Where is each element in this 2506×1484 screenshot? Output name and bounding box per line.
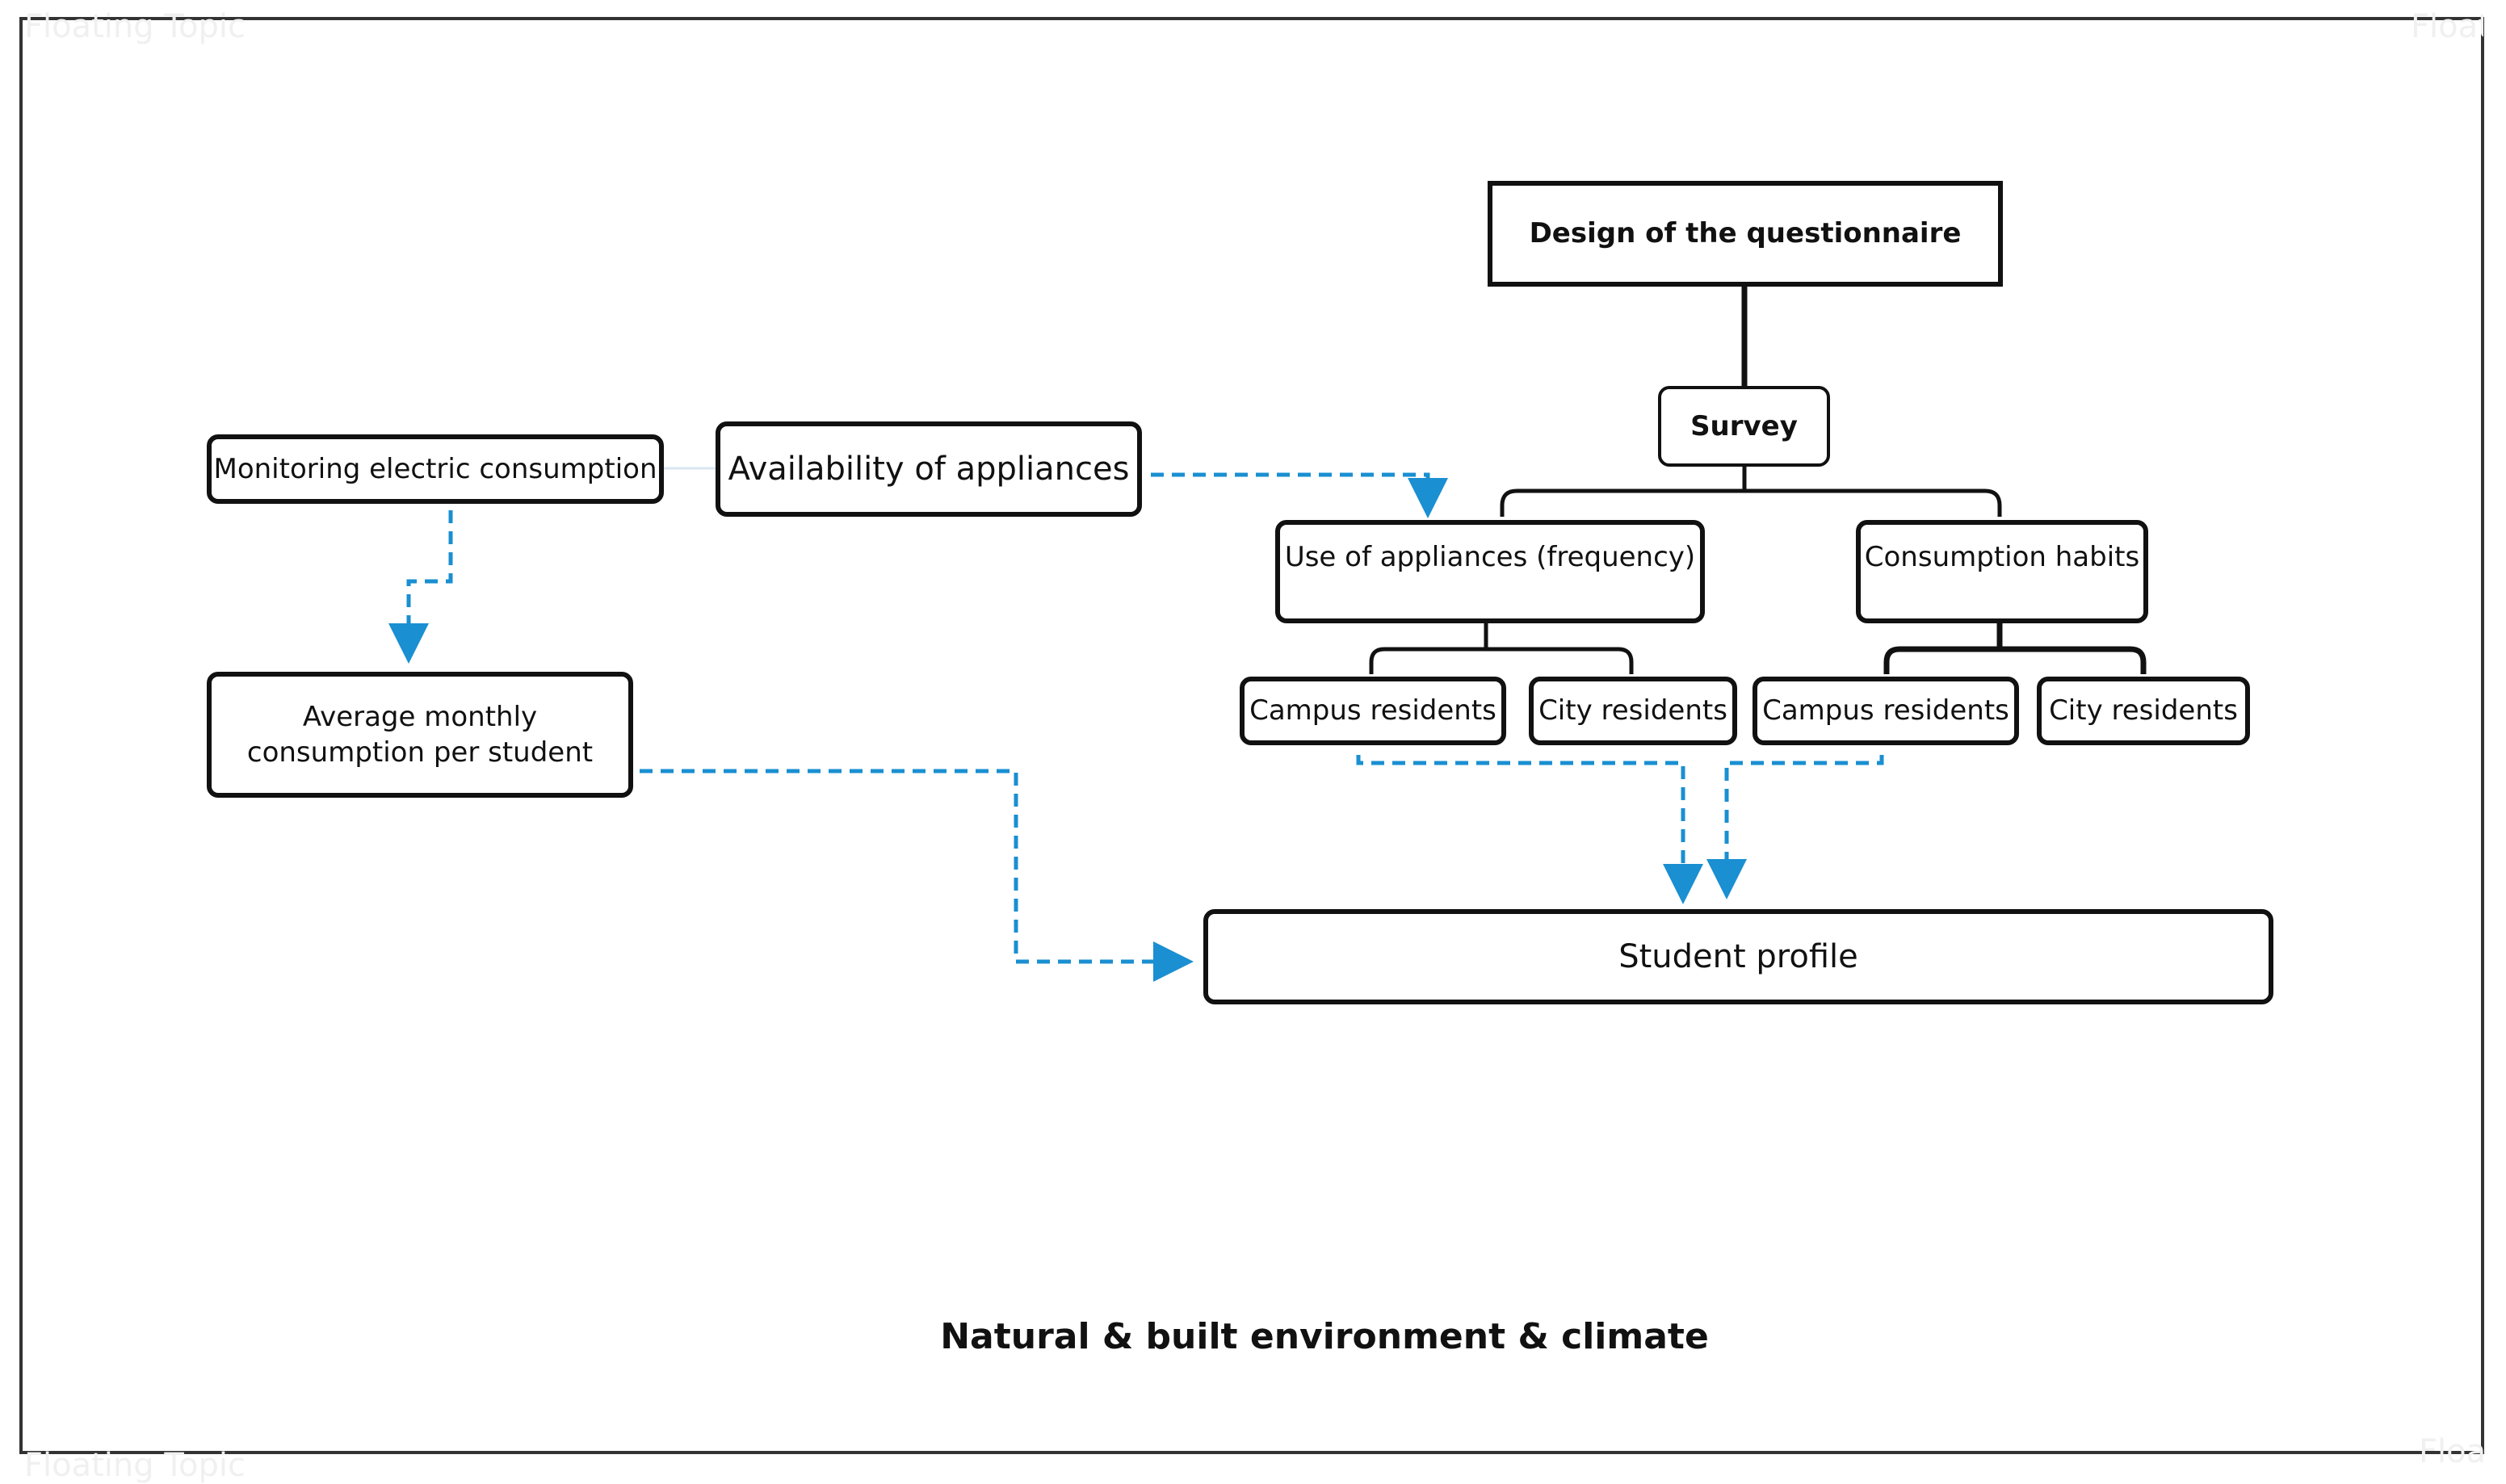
use-city-residents-node: City residents	[1529, 677, 1737, 745]
diagram-caption: Natural & built environment & climate	[940, 1316, 1709, 1357]
habits-campus-residents-node: Campus residents	[1753, 677, 2019, 745]
diagram-frame	[19, 17, 2484, 1454]
floating-topic-label-top-left: Floating Topic	[24, 8, 246, 45]
use-of-appliances-node: Use of appliances (frequency)	[1275, 520, 1705, 623]
consumption-habits-node: Consumption habits	[1856, 520, 2148, 623]
floating-topic-label-bottom-left: Floating Topic	[24, 1447, 246, 1484]
dashed-arrow-habits-campus-to-profile	[1706, 755, 1884, 899]
design-questionnaire-node: Design of the questionnaire	[1488, 181, 2003, 287]
tree-link-survey-to-branches	[1500, 467, 2002, 517]
student-profile-node: Student profile	[1203, 909, 2273, 1004]
habits-city-residents-node: City residents	[2037, 677, 2250, 745]
monitoring-electric-consumption-node: Monitoring electric consumption	[207, 434, 664, 504]
dashed-arrow-campus-to-profile	[1356, 755, 1703, 904]
dashed-arrow-average-to-profile	[640, 769, 1194, 982]
dashed-arrow-availability-to-use	[1151, 472, 1448, 518]
tree-link-habits-to-residents	[1883, 623, 2147, 674]
tree-link-use-to-residents	[1369, 623, 1634, 674]
survey-node: Survey	[1658, 386, 1830, 467]
floating-topic-label-top-right: Floating Topic	[2411, 8, 2483, 45]
floating-topic-label-bottom-right: Floating Topic	[2419, 1433, 2483, 1470]
availability-of-appliances-node: Availability of appliances	[716, 421, 1142, 517]
use-campus-residents-node: Campus residents	[1240, 677, 1506, 745]
average-monthly-consumption-node: Average monthly consumption per student	[207, 672, 633, 798]
dashed-arrow-monitoring-to-average	[388, 510, 453, 664]
